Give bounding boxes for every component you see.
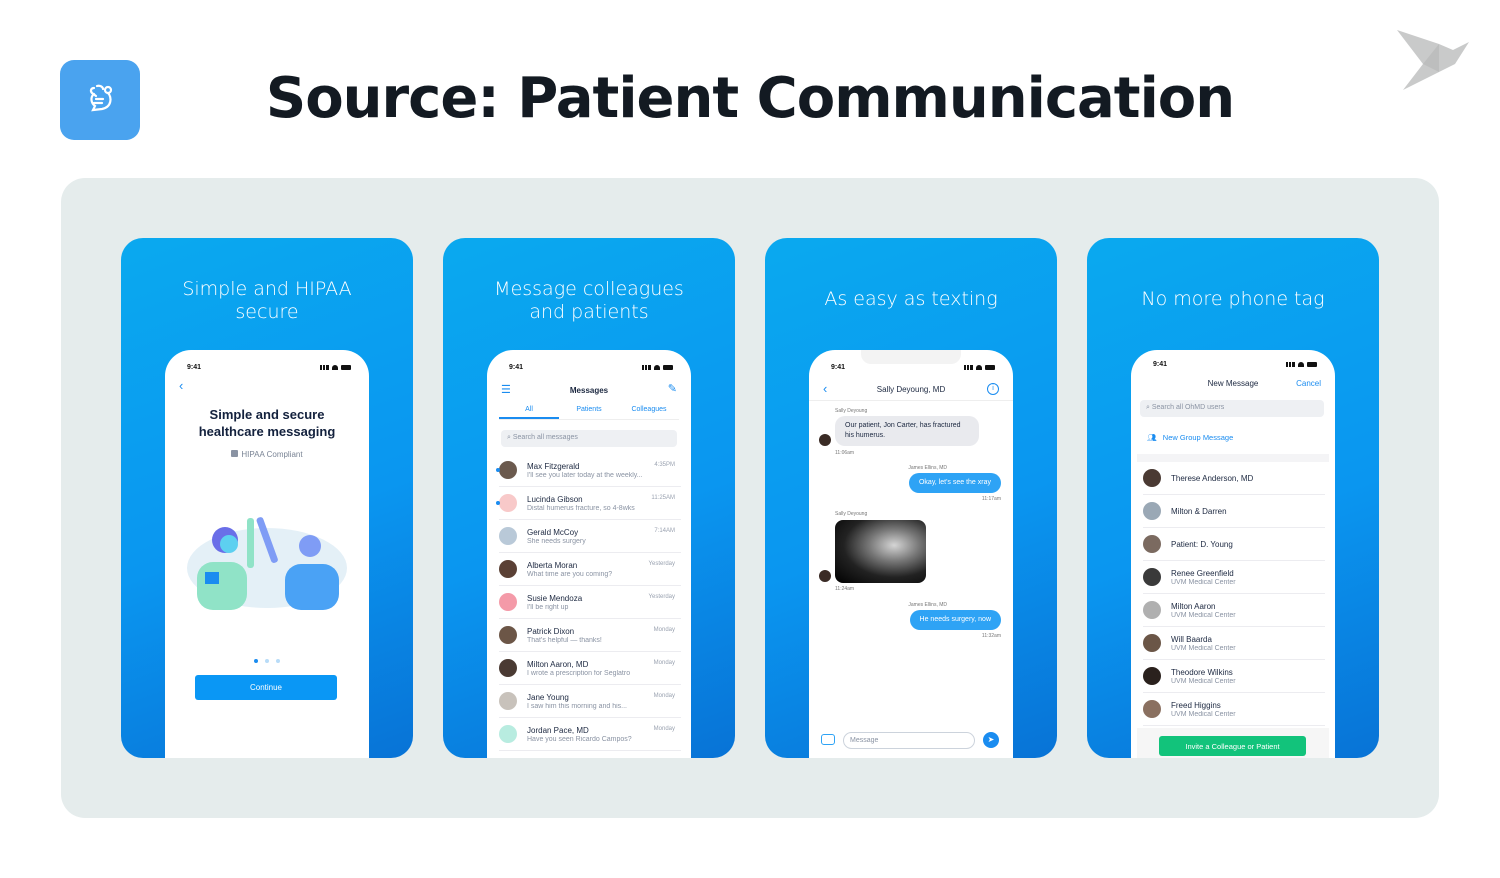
- invite-button[interactable]: Invite a Colleague or Patient: [1159, 736, 1306, 756]
- menu-icon[interactable]: ☰: [501, 384, 511, 396]
- status-icons: [964, 364, 995, 371]
- avatar: [499, 659, 517, 677]
- tab-all[interactable]: All: [499, 406, 559, 419]
- back-chevron-icon[interactable]: ‹: [823, 381, 828, 396]
- avatar: [499, 593, 517, 611]
- sender-label: Sally Deyoung: [835, 511, 868, 517]
- card-chat: As easy as texting 9:41 ‹ Sally Deyoung,…: [765, 238, 1057, 758]
- new-message-title: New Message: [1207, 379, 1259, 388]
- compose-icon[interactable]: ✎: [667, 383, 677, 395]
- search-input[interactable]: ⌕ Search all OhMD users: [1140, 400, 1324, 417]
- avatar: [819, 570, 831, 582]
- hipaa-badge: HIPAA Compliant: [165, 450, 369, 459]
- page-dots: [165, 650, 369, 668]
- new-group-button[interactable]: 👥︎ New Group Message: [1147, 433, 1234, 442]
- contact-row[interactable]: Patient: D. Young: [1143, 528, 1325, 561]
- chat-contact-name: Sally Deyoung, MD: [876, 385, 946, 394]
- high-five-illustration: [187, 517, 347, 610]
- continue-button[interactable]: Continue: [195, 675, 337, 700]
- message-time: 11:17am: [981, 496, 1001, 502]
- xray-image[interactable]: [835, 520, 926, 583]
- phone-chat: 9:41 ‹ Sally Deyoung, MD i Sally Deyoung…: [809, 350, 1013, 758]
- cancel-button[interactable]: Cancel: [1296, 379, 1321, 388]
- status-time: 9:41: [509, 364, 524, 371]
- card-heading: Simple and HIPAA secure: [182, 278, 352, 323]
- status-time: 9:41: [1153, 361, 1168, 368]
- message-outgoing: He needs surgery, now: [909, 610, 1001, 630]
- status-icons: [1286, 361, 1317, 368]
- card-heading: No more phone tag: [1141, 288, 1325, 310]
- message-input[interactable]: Message: [843, 732, 975, 749]
- sender-label: James Ellins, MD: [908, 465, 947, 471]
- sender-label: James Ellins, MD: [908, 602, 947, 608]
- card-heading: Message colleagues and patients: [494, 278, 684, 323]
- stethoscope-chat-icon: [89, 84, 113, 112]
- filter-tabs: All Patients Colleagues: [499, 406, 679, 420]
- status-icons: [320, 364, 351, 371]
- card-hipaa: Simple and HIPAA secure 9:41 ‹ Simple an…: [121, 238, 413, 758]
- page-title: Source: Patient Communication: [265, 66, 1235, 131]
- status-icons: [642, 364, 673, 371]
- origami-bird-icon: [1397, 30, 1469, 90]
- back-chevron-icon[interactable]: ‹: [179, 378, 184, 393]
- info-icon[interactable]: i: [987, 383, 999, 395]
- notch: [861, 350, 961, 364]
- avatar: [499, 725, 517, 743]
- avatar: [499, 461, 517, 479]
- card-messages: Message colleagues and patients 9:41 ☰ M…: [443, 238, 735, 758]
- message-time: 11:24am: [835, 586, 855, 592]
- contact-row[interactable]: Therese Anderson, MD: [1143, 462, 1325, 495]
- status-time: 9:41: [187, 364, 202, 371]
- avatar: [499, 527, 517, 545]
- tab-colleagues[interactable]: Colleagues: [631, 406, 667, 413]
- avatar: [499, 692, 517, 710]
- camera-icon[interactable]: [821, 734, 835, 745]
- phone-messages: 9:41 ☰ Messages ✎ All Patients Colleague…: [487, 350, 691, 758]
- card-heading: As easy as texting: [824, 288, 998, 310]
- message-time: 11:32am: [981, 633, 1001, 639]
- messages-title: Messages: [569, 386, 609, 395]
- avatar: [499, 626, 517, 644]
- message-outgoing: Okay, let's see the xray: [908, 473, 1001, 493]
- message-incoming: Our patient, Jon Carter, has fractured h…: [835, 416, 979, 446]
- search-input[interactable]: ⌕ Search all messages: [501, 430, 677, 447]
- app-logo: [60, 60, 140, 140]
- avatar: [499, 494, 517, 512]
- avatar: [499, 560, 517, 578]
- tab-patients[interactable]: Patients: [576, 406, 602, 413]
- card-new-message: No more phone tag 9:41 New Message Cance…: [1087, 238, 1379, 758]
- lock-icon: [231, 450, 239, 457]
- status-time: 9:41: [831, 364, 846, 371]
- contact-row[interactable]: Milton & Darren: [1143, 495, 1325, 528]
- send-button[interactable]: ➤: [983, 732, 999, 748]
- phone-new-message: 9:41 New Message Cancel ⌕ Search all OhM…: [1131, 350, 1335, 758]
- message-time: 11:06am: [835, 450, 855, 456]
- avatar: [819, 434, 831, 446]
- group-icon: 👥︎: [1147, 433, 1157, 442]
- sender-label: Sally Deyoung: [835, 408, 868, 414]
